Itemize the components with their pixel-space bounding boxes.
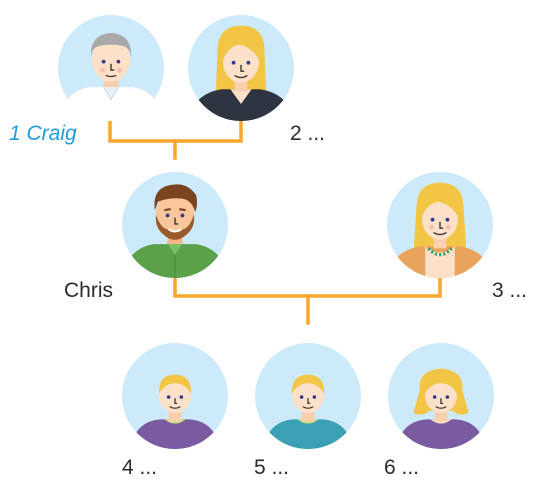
person-3-label[interactable]: 3 ...	[492, 279, 528, 302]
person-6-avatar[interactable]	[388, 343, 494, 449]
person-5-avatar[interactable]	[255, 343, 361, 449]
person-chris-label[interactable]: Chris	[64, 279, 114, 302]
avatar-blonde-woman-necklace-icon	[387, 172, 493, 278]
connector-parents-1-2	[108, 120, 243, 143]
person-2-avatar[interactable]	[188, 15, 294, 121]
person-4-avatar[interactable]	[122, 343, 228, 449]
connector-chris-3	[173, 277, 442, 298]
avatar-blonde-boy-purple-icon	[122, 343, 228, 449]
avatar-blonde-boy-teal-icon	[255, 343, 361, 449]
avatar-grey-hair-man-icon	[58, 15, 164, 121]
person-3-avatar[interactable]	[387, 172, 493, 278]
person-1-avatar[interactable]	[58, 15, 164, 121]
avatar-blonde-woman-icon	[188, 15, 294, 121]
person-5-label[interactable]: 5 ...	[254, 456, 290, 479]
person-4-label[interactable]: 4 ...	[122, 456, 158, 479]
person-6-label[interactable]: 6 ...	[384, 456, 420, 479]
avatar-blonde-girl-purple-icon	[388, 343, 494, 449]
person-chris-avatar[interactable]	[122, 172, 228, 278]
person-2-label[interactable]: 2 ...	[290, 122, 326, 145]
avatar-bearded-man-icon	[122, 172, 228, 278]
person-1-label[interactable]: 1 Craig	[9, 122, 77, 145]
